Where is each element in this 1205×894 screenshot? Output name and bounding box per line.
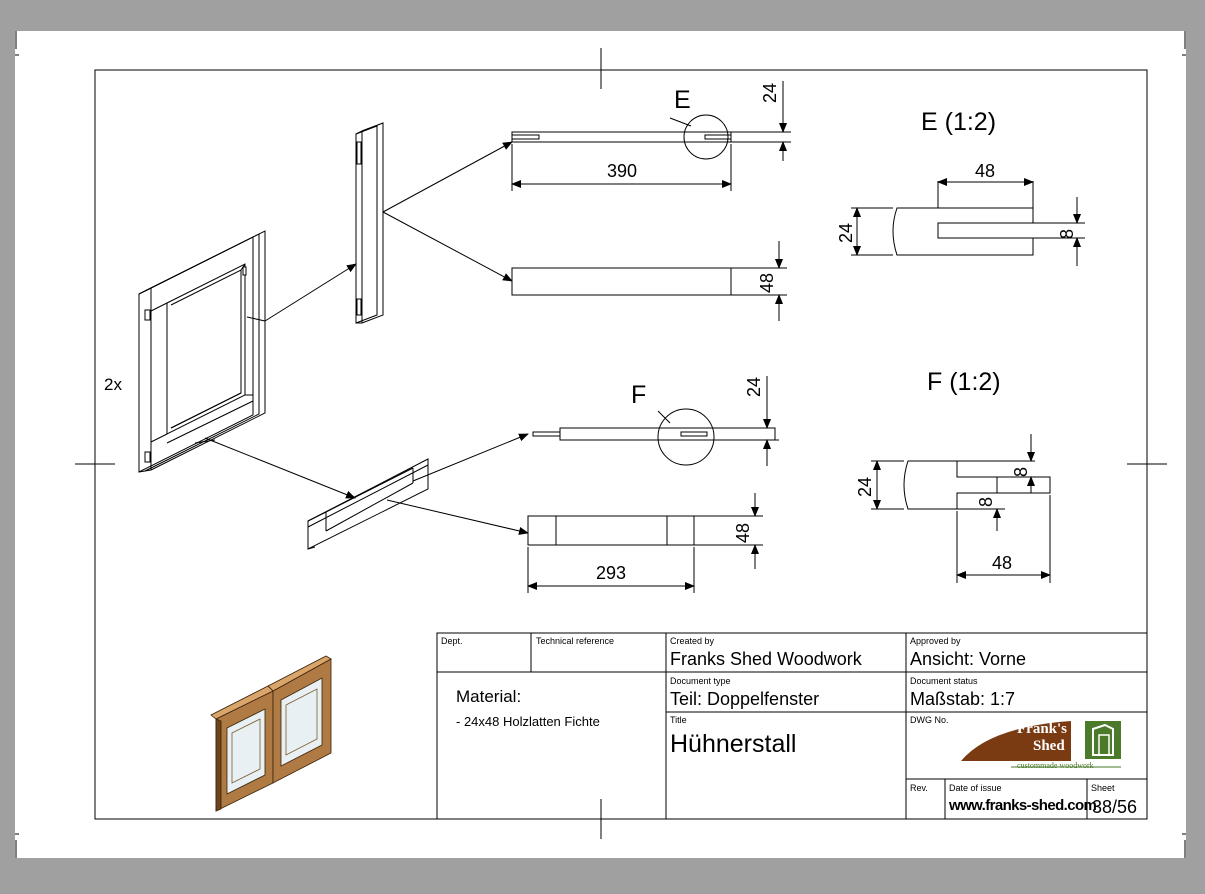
detail-e-circle [683,114,729,160]
franks-shed-logo: Frank's Shed custommade woodwork [959,717,1125,777]
approved-by-label: Approved by [910,636,961,646]
sheet-label: Sheet [1091,783,1115,793]
material-item: - 24x48 Holzlatten Fichte [456,714,600,729]
title-block-grid [436,632,1148,820]
created-by-value: Franks Shed Woodwork [670,649,862,669]
vertical-rail-iso [355,122,384,324]
logo-tagline: custommade woodwork [1017,761,1094,770]
document-status-value: Maßstab: 1:7 [910,689,1016,709]
leader-arrows [204,141,529,535]
dim-f-tenon-top: 8 [1011,466,1031,477]
top-rail-side [511,81,791,191]
created-by-label: Created by [670,636,715,646]
dim-top-rail-length: 390 [607,161,638,181]
logo-line1: Frank's [1017,721,1068,737]
preview-double-window [210,655,332,812]
dim-bottom-rail-width: 48 [733,522,753,543]
dim-e-height: 24 [836,222,856,243]
technical-drawing [15,31,1186,858]
dim-f-height: 24 [855,476,875,497]
logo-graphic [961,721,1121,768]
title-label: Title [670,715,687,725]
detail-e-drawing [851,178,1085,266]
dim-bottom-rail-length: 293 [596,563,627,583]
website-value[interactable]: www.franks-shed.com [949,797,1097,814]
document-status-label: Document status [910,676,978,686]
dim-top-rail-width: 48 [757,272,777,293]
quantity-label: 2x [104,375,122,394]
detail-f-drawing [871,434,1051,583]
corner-marks [15,31,1186,858]
dwg-no-label: DWG No. [910,715,949,725]
dim-top-rail-thickness: 24 [760,82,780,103]
approved-by-value: Ansicht: Vorne [910,649,1027,669]
detail-e-marker: E [674,86,691,114]
dim-f-tenon-bottom: 8 [976,496,996,507]
bottom-rail-face [527,493,763,593]
detail-f-marker: F [631,381,647,409]
document-type-value: Teil: Doppelfenster [670,689,820,709]
detail-f-title: F (1:2) [927,368,1001,396]
horizontal-rail-iso [307,458,429,550]
drawing-sheet: 2x E F E (1:2) F (1:2) 390 24 48 24 48 2… [15,31,1186,858]
window-frame-iso [138,230,266,473]
dim-e-width: 48 [975,161,996,181]
document-type-label: Document type [670,676,731,686]
material-title: Material: [456,687,522,706]
detail-e-title: E (1:2) [921,108,997,136]
title-value: Hühnerstall [670,730,797,758]
date-of-issue-label: Date of issue [949,783,1002,793]
dim-e-slot: 8 [1057,228,1077,239]
bottom-rail-side [532,376,779,466]
dim-f-width: 48 [992,553,1013,573]
dept-label: Dept. [441,636,463,646]
dim-bottom-rail-thickness: 24 [744,376,764,397]
detail-f-circle [657,408,715,466]
logo-line2: Shed [1033,738,1065,754]
top-rail-face [511,241,787,321]
rev-label: Rev. [910,783,928,793]
tech-ref-label: Technical reference [536,636,615,646]
sheet-value: 38/56 [1092,797,1138,817]
